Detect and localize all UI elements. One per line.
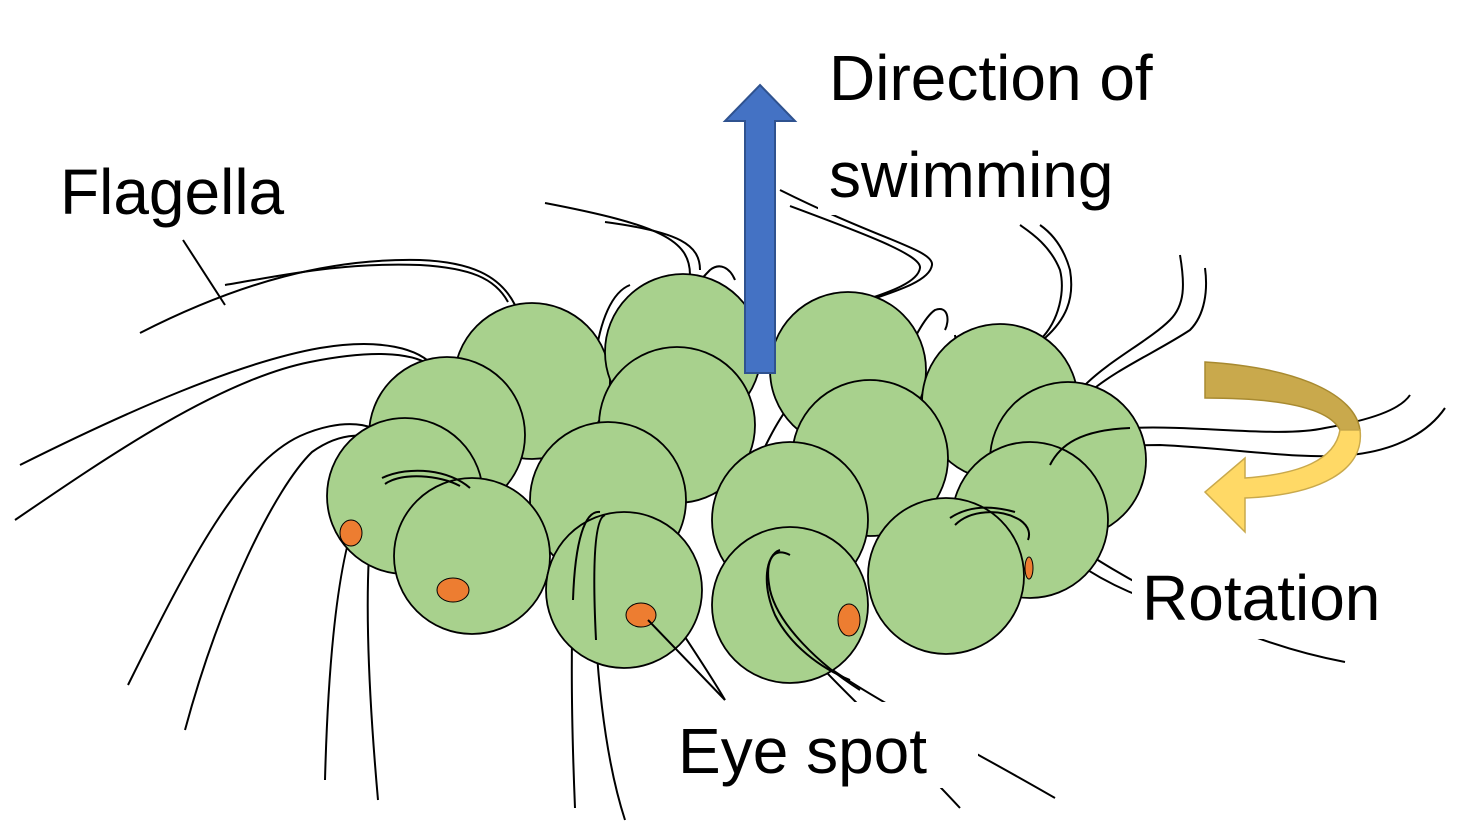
- cells-group: [326, 273, 1147, 684]
- front-flagella-group: [381, 427, 1131, 691]
- flagella-label-bg: [50, 150, 335, 238]
- direction-label-line2: swimming: [829, 139, 1113, 211]
- flagella-leader-line: [182, 239, 226, 306]
- direction-label-bg: [818, 40, 1238, 215]
- rotation-label: Rotation: [1142, 562, 1380, 634]
- eye-spot: [837, 603, 861, 637]
- leader-lines-group: [182, 239, 726, 701]
- eye-spot: [1024, 556, 1034, 580]
- cell: [393, 477, 551, 635]
- eye-spot: [339, 519, 363, 547]
- eye-spot: [436, 577, 470, 603]
- cell: [545, 511, 703, 669]
- rotation-label-bg: [1132, 555, 1437, 639]
- flagella-label: Flagella: [60, 156, 285, 228]
- eye-spot-label: Eye spot: [678, 715, 927, 787]
- up-arrow-icon: [722, 83, 798, 374]
- direction-label-line1: Direction of: [829, 42, 1153, 114]
- cell: [867, 497, 1025, 655]
- curved-rotation-arrow-icon: [1203, 361, 1362, 534]
- cell: [711, 526, 869, 684]
- eye-spot-label-bg: [668, 702, 978, 788]
- eye-spot-leader-line: [647, 619, 726, 701]
